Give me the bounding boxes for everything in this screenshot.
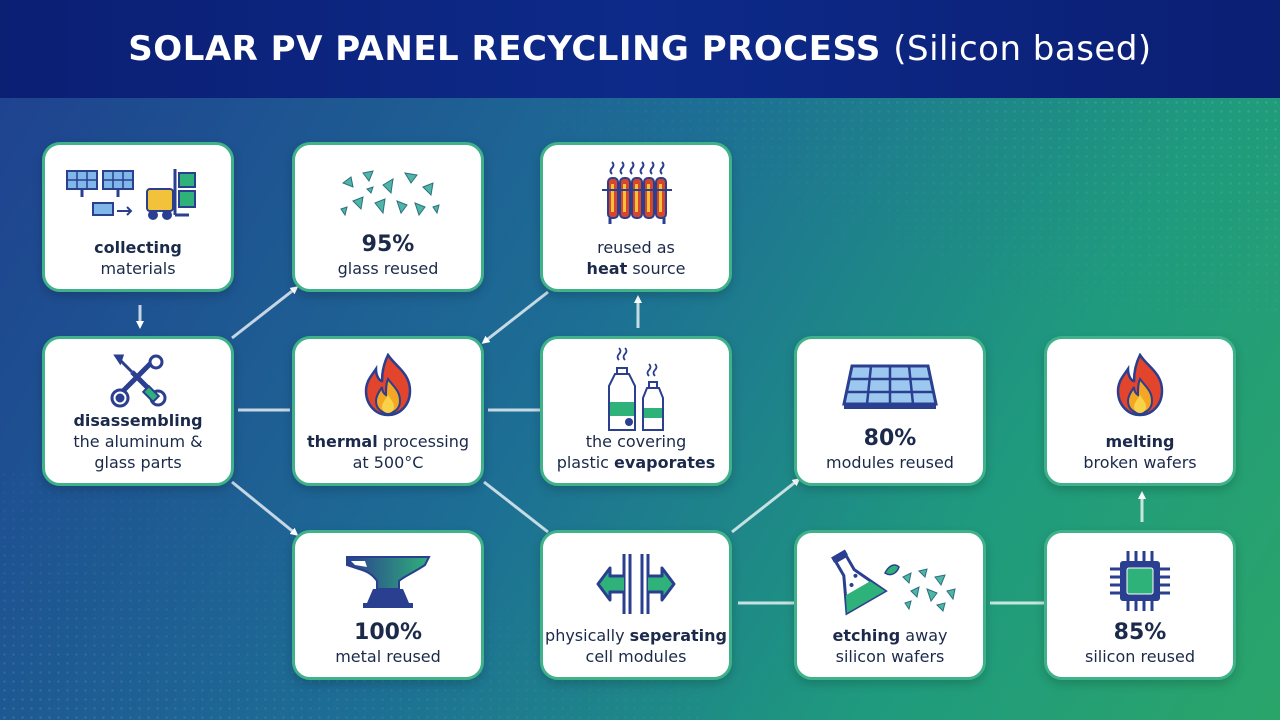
card-metal-reused: 100% metal reused [292, 530, 484, 680]
disassembling-label-bold: disassembling [73, 411, 203, 430]
microchip-icon [1047, 549, 1233, 613]
thermal-label-bold: thermal [306, 432, 378, 451]
thermal-label-1: thermal processing [307, 431, 469, 452]
flask-etching-icon [797, 543, 983, 619]
thermal-label-rest: processing [377, 432, 470, 451]
solar-panels-forklift-icon [45, 157, 231, 229]
arrow-separating-to-modules [731, 478, 801, 534]
separating-label-bold: seperating [629, 626, 727, 645]
title-normal: (Silicon based) [893, 29, 1152, 69]
card-etching: etching away silicon wafers [794, 530, 986, 680]
glass-percent: 95% [361, 232, 415, 257]
heat-label-1: reused as [597, 238, 675, 257]
heat-label-rest: source [627, 259, 686, 278]
silicon-percent: 85% [1113, 620, 1167, 645]
covering-label-1: the covering [585, 432, 687, 451]
heat-label-bold: heat [586, 259, 628, 278]
wrench-screwdriver-icon [45, 351, 231, 413]
metal-percent: 100% [354, 620, 422, 645]
card-thermal-processing: thermal processing at 500°C [292, 336, 484, 486]
disassembling-label-2: glass parts [94, 453, 182, 472]
arrow-covering-to-thermal [481, 290, 549, 344]
header-banner: SOLAR PV PANEL RECYCLING PROCESS (Silico… [0, 0, 1280, 98]
silicon-label: silicon reused [1084, 647, 1196, 666]
card-covering-evaporates: the covering plastic evaporates [540, 336, 732, 486]
separating-label-1: physically seperating [545, 625, 727, 646]
modules-label: modules reused [826, 453, 954, 472]
card-heat-source: reused as heat source [540, 142, 732, 292]
covering-label-2: plastic evaporates [557, 452, 716, 473]
title-bold: SOLAR PV PANEL RECYCLING PROCESS [128, 29, 881, 69]
solar-module-icon [797, 351, 983, 423]
glass-label: glass reused [337, 259, 439, 278]
fire-icon [295, 351, 481, 419]
page-title: SOLAR PV PANEL RECYCLING PROCESS (Silico… [128, 29, 1151, 69]
card-silicon-reused: 85% silicon reused [1044, 530, 1236, 680]
arrow-disassemble-to-metal [231, 480, 299, 536]
card-modules-reused: 80% modules reused [794, 336, 986, 486]
radiator-heater-icon [543, 157, 729, 229]
covering-label-plain: plastic [556, 453, 615, 472]
card-separating: physically seperating cell modules [540, 530, 732, 680]
separating-label-2: cell modules [585, 647, 687, 666]
card-glass-reused: 95% glass reused [292, 142, 484, 292]
modules-percent: 80% [863, 426, 917, 451]
card-melting-wafers: melting broken wafers [1044, 336, 1236, 486]
collecting-label: materials [100, 259, 176, 278]
melting-label-bold: melting [1105, 432, 1175, 451]
etching-label-rest: away [900, 626, 948, 645]
collecting-label-bold: collecting [94, 238, 182, 257]
etching-label-bold: etching [832, 626, 901, 645]
anvil-icon [295, 551, 481, 611]
card-collecting-materials: collecting materials [42, 142, 234, 292]
metal-label: metal reused [335, 647, 441, 666]
card-disassembling: disassembling the aluminum & glass parts [42, 336, 234, 486]
etching-label-2: silicon wafers [835, 647, 945, 666]
plastic-bottles-icon [543, 345, 729, 433]
covering-label-bold: evaporates [614, 453, 716, 472]
fire-icon [1047, 351, 1233, 419]
glass-shards-icon [295, 157, 481, 229]
arrow-disassemble-to-glass [231, 286, 299, 340]
line-thermal-to-separating [483, 480, 549, 534]
heat-label-2: heat source [587, 258, 686, 279]
thermal-label-2: at 500°C [352, 453, 424, 472]
melting-label: broken wafers [1083, 453, 1197, 472]
etching-label-1: etching away [833, 625, 948, 646]
disassembling-label-1: the aluminum & [73, 432, 203, 451]
separating-label-plain: physically [545, 626, 630, 645]
separate-arrows-icon [543, 551, 729, 617]
